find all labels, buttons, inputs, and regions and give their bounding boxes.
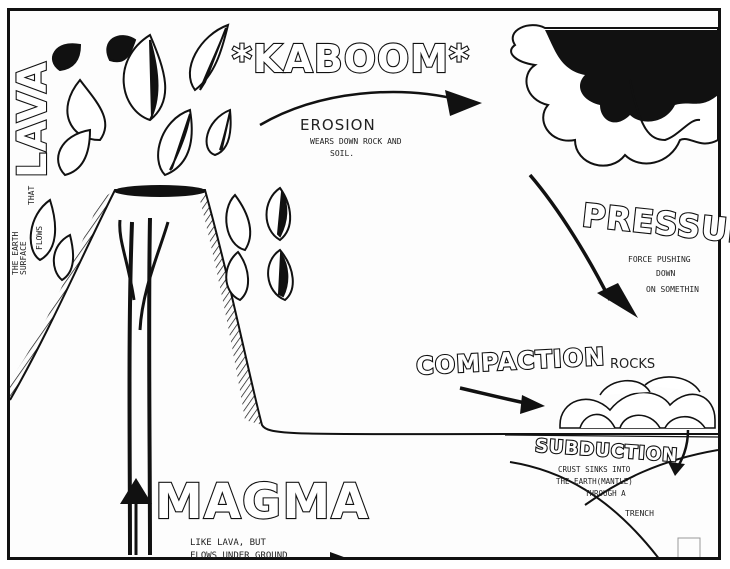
erosion-label: EROSION bbox=[300, 116, 376, 134]
subduction-desc-2: THE EARTH(MANTLE) bbox=[556, 477, 633, 486]
erosion-desc-2: SOIL. bbox=[330, 149, 354, 158]
magma-desc-1: LIKE LAVA, BUT bbox=[190, 538, 266, 548]
subduction-plate bbox=[509, 461, 659, 557]
lava-desc-1: THAT bbox=[27, 186, 36, 205]
trench-label: TRENCH bbox=[625, 509, 654, 518]
pressure-arrow bbox=[528, 173, 612, 301]
pressure-desc-1: FORCE PUSHING bbox=[628, 255, 691, 264]
lava-label: LAVA bbox=[10, 61, 56, 178]
compaction-label: COMPACTION bbox=[415, 343, 605, 381]
magma-desc-2: FLOWS UNDER GROUND bbox=[190, 551, 288, 561]
kaboom-label: *KABOOM* bbox=[232, 37, 470, 81]
pressure-desc-2: DOWN bbox=[656, 269, 675, 278]
subduction-desc-3: THROUGH A bbox=[585, 489, 626, 498]
volcano-shading bbox=[10, 190, 115, 400]
rocks-label: ROCKS bbox=[610, 357, 655, 372]
lava-desc-2: FLOWS bbox=[35, 226, 44, 250]
lava-desc-4: SURFACE bbox=[19, 241, 28, 275]
compaction-arrow bbox=[459, 386, 531, 406]
rocks-pile bbox=[559, 376, 716, 429]
pressure-label: PRESSURE bbox=[580, 196, 730, 254]
lava-blobs bbox=[29, 23, 294, 302]
ash-cloud bbox=[510, 24, 718, 167]
subduction-label: SUBDUCTION bbox=[534, 435, 679, 466]
erosion-arrow bbox=[259, 90, 461, 127]
lava-desc-3: THE EARTH bbox=[11, 231, 20, 275]
crater bbox=[114, 185, 206, 197]
magma-conduit bbox=[127, 221, 134, 556]
magma-label: MAGMA bbox=[155, 474, 369, 530]
pressure-desc-3: ON SOMETHIN bbox=[646, 285, 699, 294]
erosion-desc: WEARS DOWN ROCK AND bbox=[310, 137, 402, 146]
subduction-desc-1: CRUST SINKS INTO bbox=[558, 465, 631, 474]
